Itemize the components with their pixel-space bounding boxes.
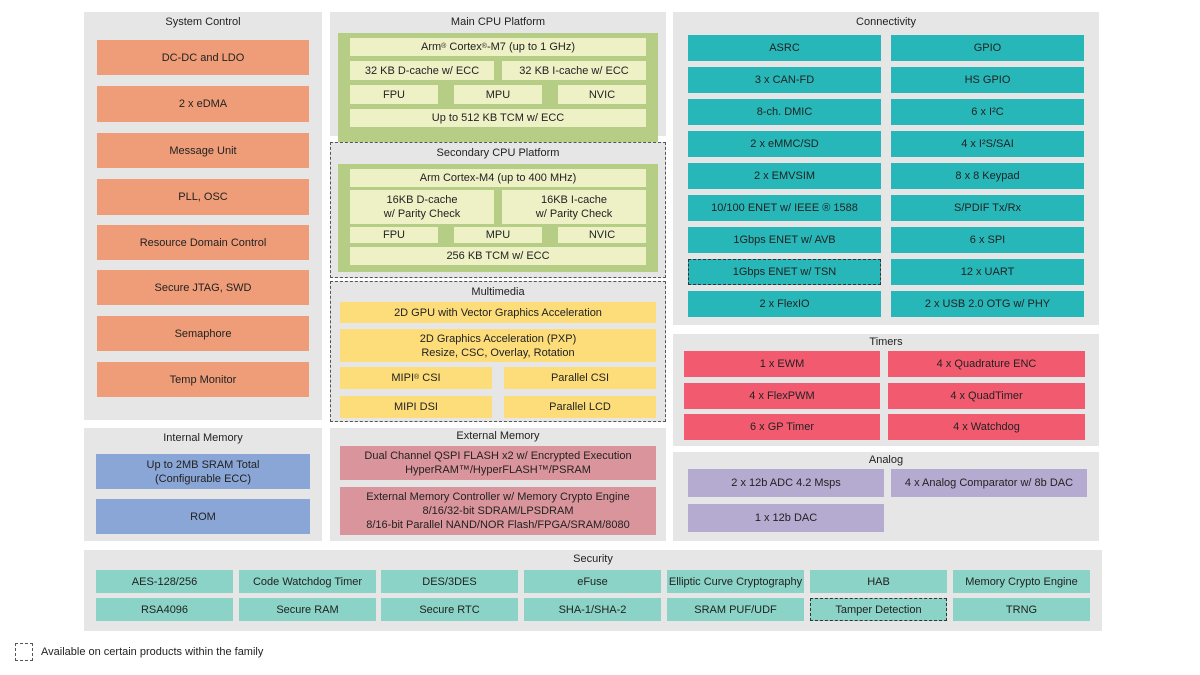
- conn-right-block: 6 x I²C: [891, 99, 1084, 125]
- external-memory-panel: External Memory Dual Channel QSPI FLASH …: [330, 428, 666, 541]
- security-block: Memory Crypto Engine: [953, 570, 1090, 593]
- m7-core-block: Arm® Cortex®-M7 (up to 1 GHz): [350, 38, 646, 56]
- m7-mpu-block: MPU: [454, 85, 542, 104]
- conn-left-block: 1Gbps ENET w/ AVB: [688, 227, 881, 253]
- secure-jtag-block: Secure JTAG, SWD: [97, 270, 309, 305]
- rom-block: ROM: [96, 499, 310, 534]
- internal-memory-title: Internal Memory: [163, 432, 243, 444]
- semaphore-block: Semaphore: [97, 316, 309, 351]
- ewm-block: 1 x EWM: [684, 351, 880, 377]
- mipi-csi-block: MIPI® CSI: [340, 367, 492, 389]
- conn-left-block: 8-ch. DMIC: [688, 99, 881, 125]
- pxp-block: 2D Graphics Acceleration (PXP) Resize, C…: [340, 329, 656, 362]
- timers-panel: Timers 1 x EWM 4 x Quadrature ENC 4 x Fl…: [673, 334, 1099, 446]
- sram-block: Up to 2MB SRAM Total (Configurable ECC): [96, 454, 310, 489]
- message-unit-block: Message Unit: [97, 133, 309, 168]
- system-control-panel: System Control DC-DC and LDO 2 x eDMA Me…: [84, 12, 322, 420]
- connectivity-title: Connectivity: [856, 16, 916, 28]
- main-cpu-title: Main CPU Platform: [450, 16, 546, 28]
- system-control-title: System Control: [165, 16, 241, 28]
- multimedia-panel: Multimedia 2D GPU with Vector Graphics A…: [330, 281, 666, 422]
- temp-monitor-block: Temp Monitor: [97, 362, 309, 397]
- conn-left-block: 2 x FlexIO: [688, 291, 881, 317]
- conn-left-block: 1Gbps ENET w/ TSN: [688, 259, 881, 285]
- conn-right-block: HS GPIO: [891, 67, 1084, 93]
- conn-left-block: 2 x eMMC/SD: [688, 131, 881, 157]
- m7-icache-block: 32 KB I-cache w/ ECC: [502, 61, 646, 80]
- security-block: SHA-1/SHA-2: [524, 598, 661, 621]
- m7-tcm-block: Up to 512 KB TCM w/ ECC: [350, 109, 646, 127]
- security-block: Elliptic Curve Cryptography: [667, 570, 804, 593]
- main-cpu-panel: Main CPU Platform Arm® Cortex®-M7 (up to…: [330, 12, 666, 144]
- m4-icache-block: 16KB I-cache w/ Parity Check: [502, 190, 646, 224]
- m4-nvic-block: NVIC: [558, 227, 646, 243]
- conn-left-block: 10/100 ENET w/ IEEE ® 1588: [688, 195, 881, 221]
- legend-dashed-box: [15, 643, 33, 661]
- conn-right-block: 4 x I²S/SAI: [891, 131, 1084, 157]
- conn-right-block: S/PDIF Tx/Rx: [891, 195, 1084, 221]
- m4-fpu-block: FPU: [350, 227, 438, 243]
- security-block: AES-128/256: [96, 570, 233, 593]
- security-block: Secure RTC: [381, 598, 518, 621]
- security-block: DES/3DES: [381, 570, 518, 593]
- secondary-cpu-panel: Secondary CPU Platform Arm Cortex-M4 (up…: [330, 142, 666, 278]
- conn-right-block: 6 x SPI: [891, 227, 1084, 253]
- quadrature-enc-block: 4 x Quadrature ENC: [888, 351, 1085, 377]
- external-memory-title: External Memory: [456, 430, 540, 442]
- dac-block: 1 x 12b DAC: [688, 504, 884, 532]
- parallel-csi-block: Parallel CSI: [504, 367, 656, 389]
- security-block: Tamper Detection: [810, 598, 947, 621]
- analog-title: Analog: [868, 454, 904, 466]
- m7-dcache-block: 32 KB D-cache w/ ECC: [350, 61, 494, 80]
- security-block: RSA4096: [96, 598, 233, 621]
- security-block: SRAM PUF/UDF: [667, 598, 804, 621]
- adc-block: 2 x 12b ADC 4.2 Msps: [688, 469, 884, 497]
- m4-dcache-block: 16KB D-cache w/ Parity Check: [350, 190, 494, 224]
- m4-core-block: Arm Cortex-M4 (up to 400 MHz): [350, 169, 646, 187]
- gpu-block: 2D GPU with Vector Graphics Acceleration: [340, 302, 656, 323]
- parallel-lcd-block: Parallel LCD: [504, 396, 656, 418]
- timers-title: Timers: [869, 336, 903, 348]
- m7-nvic-block: NVIC: [558, 85, 646, 104]
- resource-domain-block: Resource Domain Control: [97, 225, 309, 260]
- ext-mem-controller-block: External Memory Controller w/ Memory Cry…: [340, 487, 656, 535]
- conn-right-block: GPIO: [891, 35, 1084, 61]
- conn-right-block: 8 x 8 Keypad: [891, 163, 1084, 189]
- m7-fpu-block: FPU: [350, 85, 438, 104]
- secondary-cpu-title: Secondary CPU Platform: [436, 147, 560, 159]
- m4-tcm-block: 256 KB TCM w/ ECC: [350, 247, 646, 265]
- conn-right-block: 12 x UART: [891, 259, 1084, 285]
- pll-osc-block: PLL, OSC: [97, 179, 309, 215]
- security-block: eFuse: [524, 570, 661, 593]
- security-block: TRNG: [953, 598, 1090, 621]
- security-block: HAB: [810, 570, 947, 593]
- watchdog-block: 4 x Watchdog: [888, 414, 1085, 440]
- security-block: Secure RAM: [239, 598, 376, 621]
- flexpwm-block: 4 x FlexPWM: [684, 383, 880, 409]
- analog-comparator-block: 4 x Analog Comparator w/ 8b DAC: [891, 469, 1087, 497]
- quadtimer-block: 4 x QuadTimer: [888, 383, 1085, 409]
- qspi-flash-block: Dual Channel QSPI FLASH x2 w/ Encrypted …: [340, 446, 656, 480]
- connectivity-panel: Connectivity ASRC 3 x CAN-FD 8-ch. DMIC 2 x…: [673, 12, 1099, 325]
- edma-block: 2 x eDMA: [97, 86, 309, 122]
- security-block: Code Watchdog Timer: [239, 570, 376, 593]
- legend-text: Available on certain products within the…: [41, 646, 264, 658]
- conn-left-block: 2 x EMVSIM: [688, 163, 881, 189]
- analog-panel: Analog 2 x 12b ADC 4.2 Msps 4 x Analog C…: [673, 452, 1099, 541]
- security-title: Security: [573, 553, 613, 565]
- gp-timer-block: 6 x GP Timer: [684, 414, 880, 440]
- internal-memory-panel: Internal Memory Up to 2MB SRAM Total (Co…: [84, 428, 322, 541]
- multimedia-title: Multimedia: [471, 286, 525, 298]
- m4-mpu-block: MPU: [454, 227, 542, 243]
- conn-right-block: 2 x USB 2.0 OTG w/ PHY: [891, 291, 1084, 317]
- mipi-dsi-block: MIPI DSI: [340, 396, 492, 418]
- dcdc-ldo-block: DC-DC and LDO: [97, 40, 309, 75]
- conn-left-block: ASRC: [688, 35, 881, 61]
- conn-left-block: 3 x CAN-FD: [688, 67, 881, 93]
